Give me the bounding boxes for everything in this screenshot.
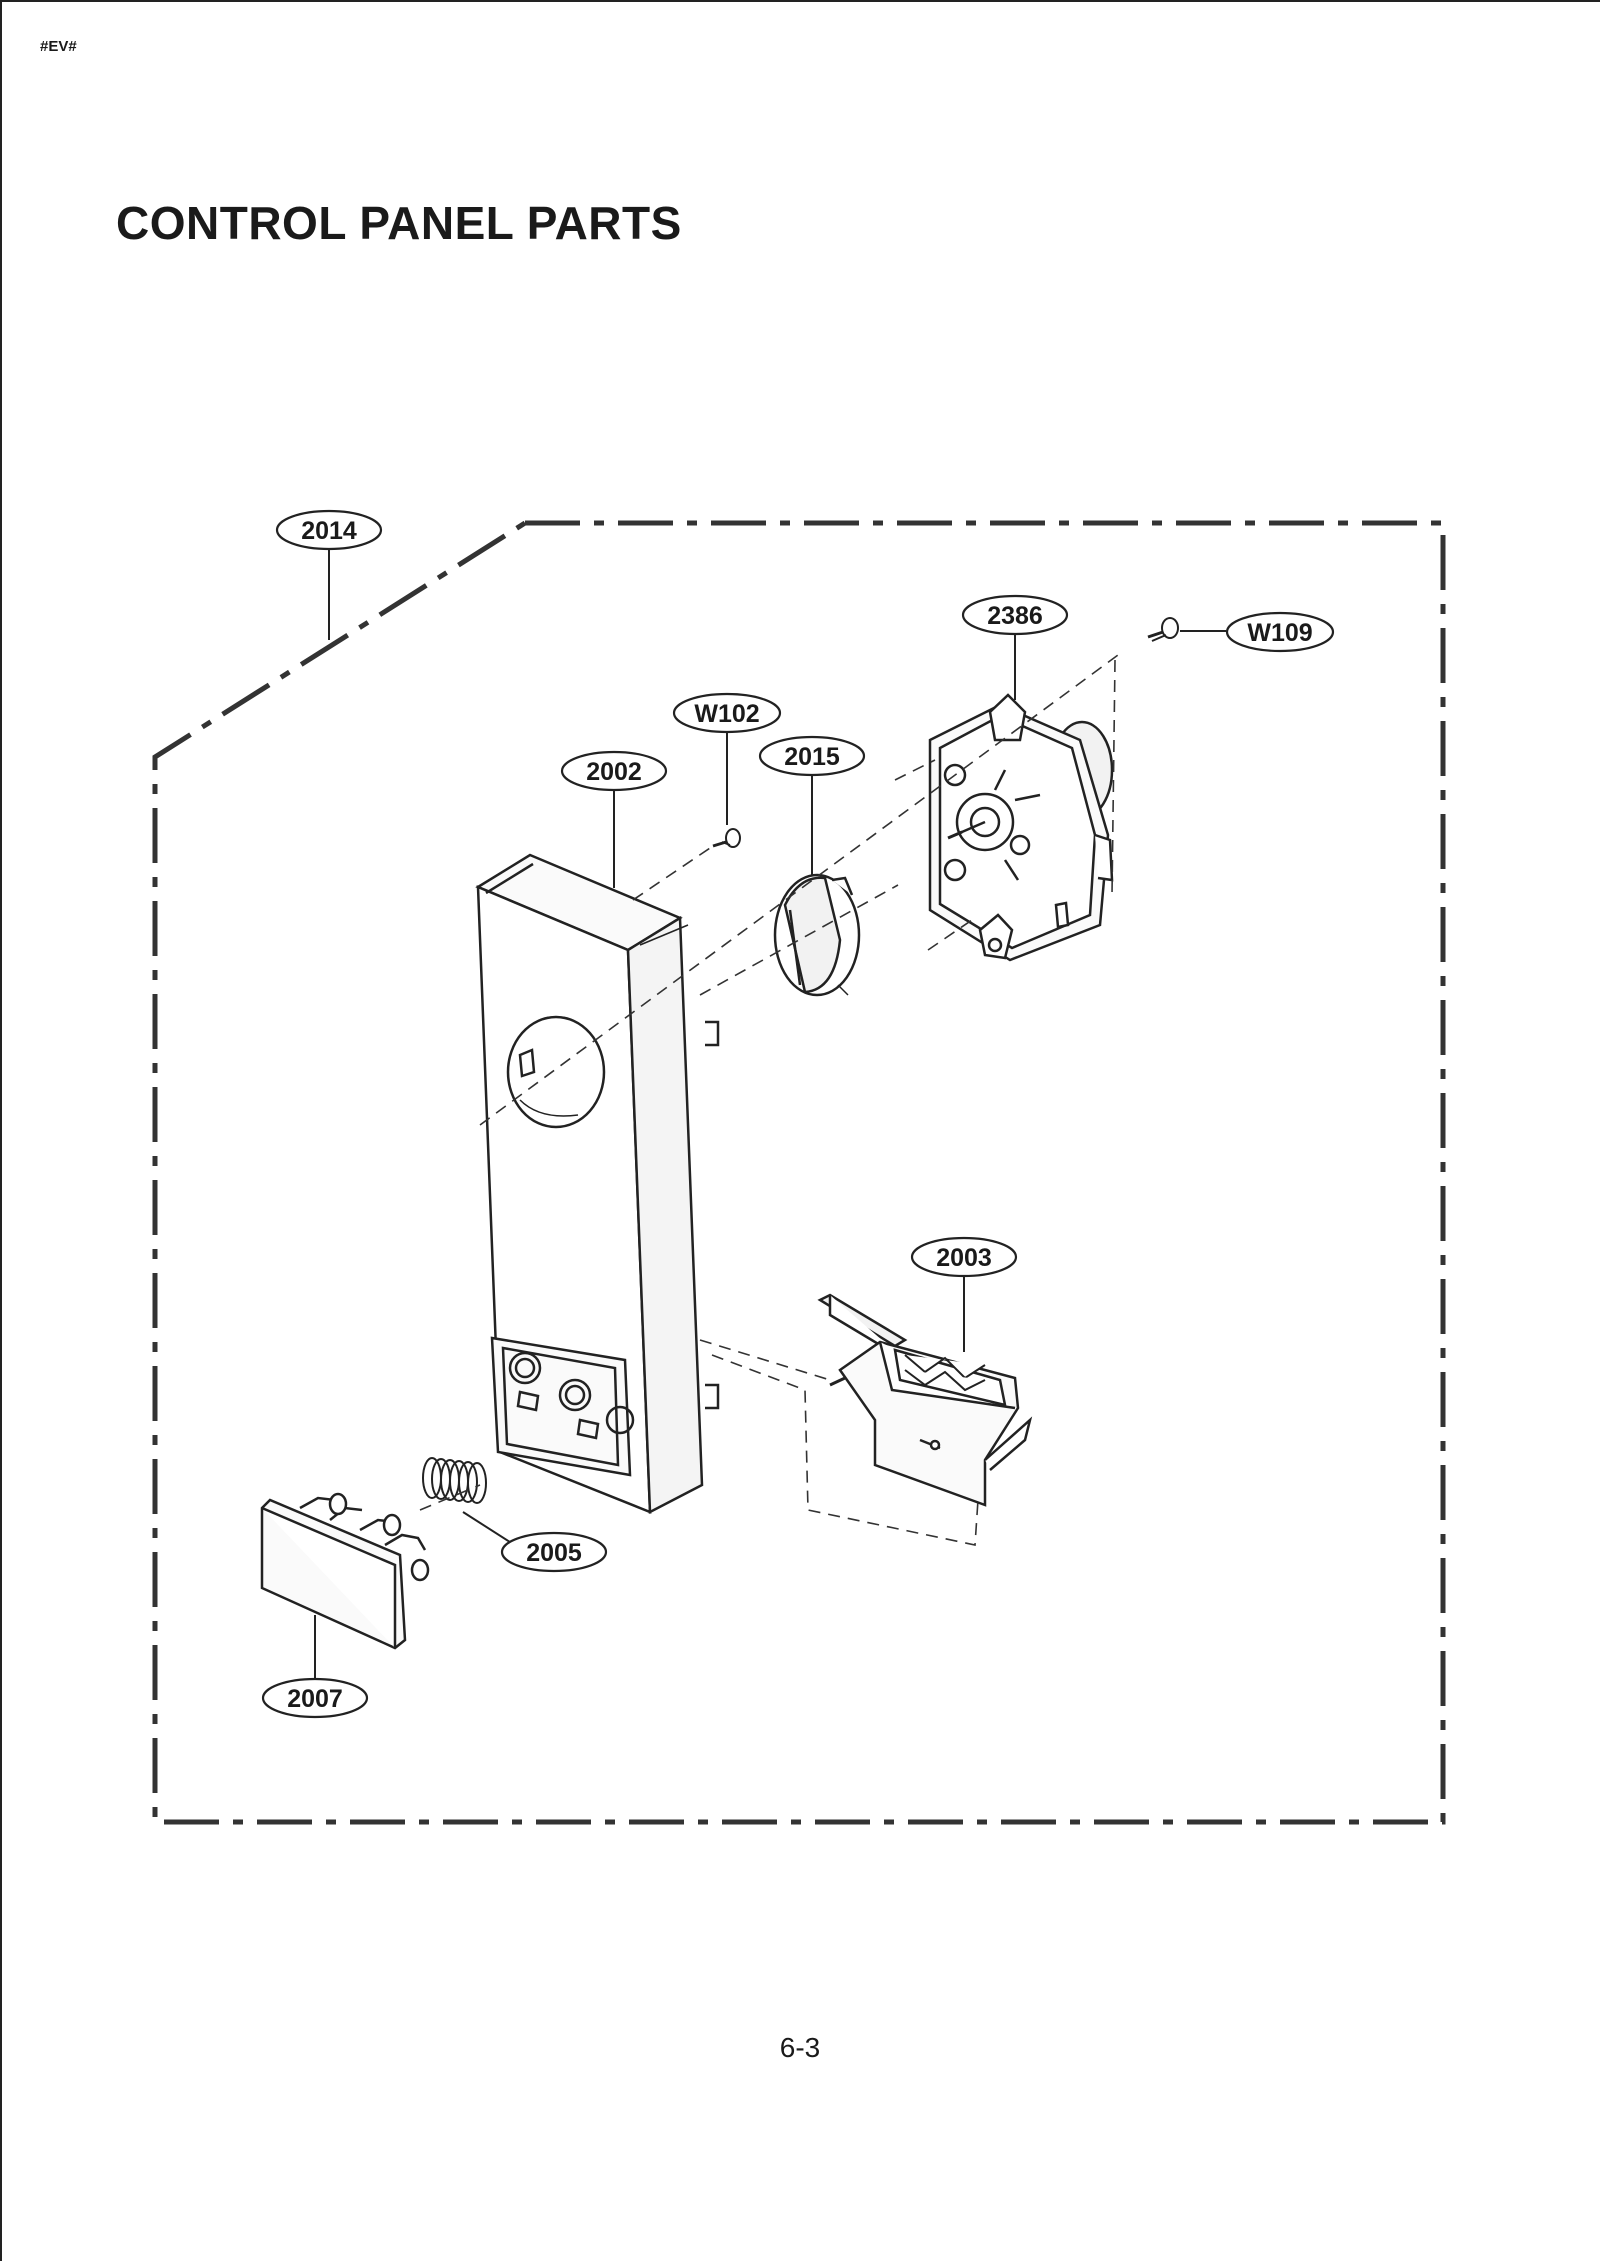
callout-2386: 2386 <box>961 594 1069 636</box>
assembly-boundary <box>152 520 1446 1825</box>
screw-w109 <box>1147 617 1179 642</box>
page-title: CONTROL PANEL PARTS <box>116 197 682 249</box>
callout-w102: W102 <box>672 692 782 734</box>
callout-label: W109 <box>1247 619 1312 647</box>
door-button <box>260 1492 430 1650</box>
callout-2005: 2005 <box>500 1531 608 1573</box>
panel-housing <box>475 853 720 1515</box>
doc-code: #EV# <box>40 38 77 55</box>
callout-label: 2005 <box>526 1539 582 1567</box>
button-lever <box>817 1293 1033 1507</box>
timer-knob <box>773 873 861 997</box>
callout-label: 2007 <box>287 1685 343 1713</box>
callout-2007: 2007 <box>261 1677 369 1719</box>
callout-2015: 2015 <box>758 735 866 777</box>
callout-label: 2002 <box>586 758 642 786</box>
callout-label: 2014 <box>301 517 357 545</box>
screw-w102 <box>712 828 741 848</box>
callouts: 2014 2386 W109 W102 2015 2002 <box>261 509 1335 1719</box>
page-number: 6-3 <box>779 2032 821 2063</box>
callout-label: W102 <box>694 700 759 728</box>
page-border-left <box>0 0 2 2261</box>
spring <box>422 1457 487 1504</box>
callout-2003: 2003 <box>910 1236 1018 1278</box>
callout-2014: 2014 <box>275 509 383 551</box>
callout-w109: W109 <box>1225 611 1335 653</box>
callout-label: 2003 <box>936 1244 992 1272</box>
assembly-lines <box>419 654 1119 1546</box>
callout-2002: 2002 <box>560 750 668 792</box>
page-border-top <box>0 0 1600 2</box>
leader-lines <box>314 548 1226 1680</box>
callout-label: 2015 <box>784 743 840 771</box>
timer-switch <box>928 693 1114 962</box>
callout-label: 2386 <box>987 602 1043 630</box>
